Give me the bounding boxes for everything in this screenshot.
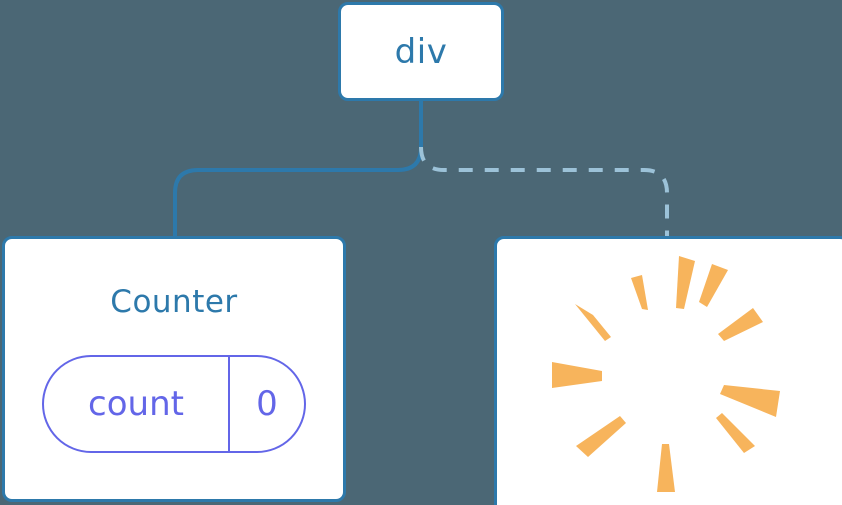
node-div-label: div	[394, 31, 448, 72]
spinner-wedge	[576, 416, 626, 457]
spinner-wedge	[657, 444, 675, 492]
spinner-wedge	[552, 362, 602, 388]
spinner-wedge	[718, 308, 763, 341]
node-counter[interactable]: Counter count 0	[2, 236, 346, 502]
state-value-label: 0	[228, 357, 304, 451]
spinner-wedge	[716, 413, 755, 453]
loading-spinner-icon	[532, 252, 812, 502]
node-counter-label: Counter	[110, 284, 238, 320]
connector-div-to-pending	[419, 146, 669, 238]
state-pill-count[interactable]: count 0	[42, 355, 306, 453]
loading-spinner-wedges	[552, 256, 780, 492]
spinner-wedge	[631, 275, 648, 310]
spinner-wedge	[676, 256, 695, 309]
node-pending[interactable]	[494, 236, 842, 505]
connector-div-to-counter	[173, 101, 423, 238]
spinner-wedge	[575, 304, 611, 341]
spinner-wedge	[720, 385, 780, 417]
state-key-label: count	[88, 384, 184, 424]
spinner-wedge	[699, 264, 728, 307]
node-div[interactable]: div	[338, 2, 504, 101]
